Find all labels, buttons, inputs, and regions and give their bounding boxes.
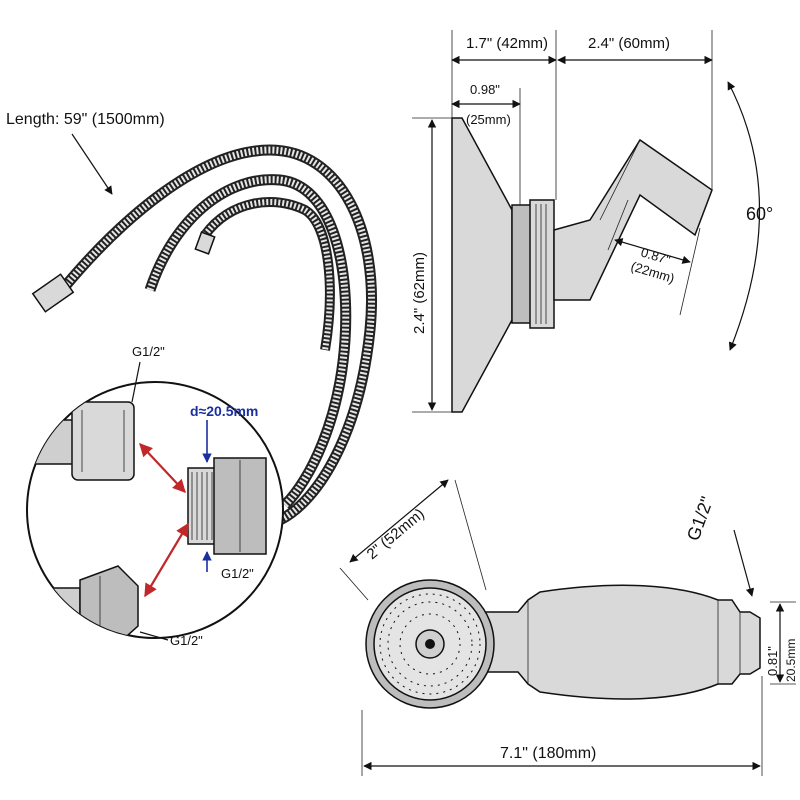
connector-bottom-thread-label: G1/2" <box>170 633 203 648</box>
handset-thread-label: G1/2" <box>683 494 717 544</box>
wall-holder-drawing <box>451 117 713 413</box>
connector-nut-thread-label: G1/2" <box>221 566 254 581</box>
hose-coil <box>57 144 377 525</box>
hose-length-leader <box>71 133 113 195</box>
handset-drawing <box>365 579 761 709</box>
holder-width-label: 1.7" (42mm) <box>466 35 548 52</box>
handset-end-in-label: 0.81" <box>765 646 780 676</box>
connector-top-thread-label: G1/2" <box>132 344 165 359</box>
connector-bottom-leader <box>139 631 169 641</box>
connector-top-arrow <box>139 443 186 493</box>
holder-angle-label: 60° <box>746 204 773 224</box>
holder-arm-length-label: 2.4" (60mm) <box>588 35 670 52</box>
connector-detail-circle <box>26 381 284 639</box>
handset-head-diameter-label: 2" (52mm) <box>364 505 428 563</box>
connector-bottom-arrow <box>144 522 189 598</box>
handset-end-mm-label: 20.5mm <box>784 639 798 682</box>
holder-height-label: 2.4" (62mm) <box>411 252 428 334</box>
holder-depth-mm-label: (25mm) <box>466 112 511 127</box>
hose-end-fitting <box>31 273 75 313</box>
connector-top-leader <box>131 361 141 403</box>
holder-dimensions <box>412 30 761 413</box>
holder-depth-in-label: 0.98" <box>470 82 500 97</box>
handset-dimensions <box>339 479 796 776</box>
hose-length-label: Length: 59" (1500mm) <box>6 111 165 128</box>
diameter-label: d≈20.5mm <box>190 403 258 419</box>
handset-total-length-label: 7.1" (180mm) <box>500 745 596 762</box>
threaded-connector <box>187 457 267 555</box>
hose-end-fitting-top <box>194 231 216 255</box>
